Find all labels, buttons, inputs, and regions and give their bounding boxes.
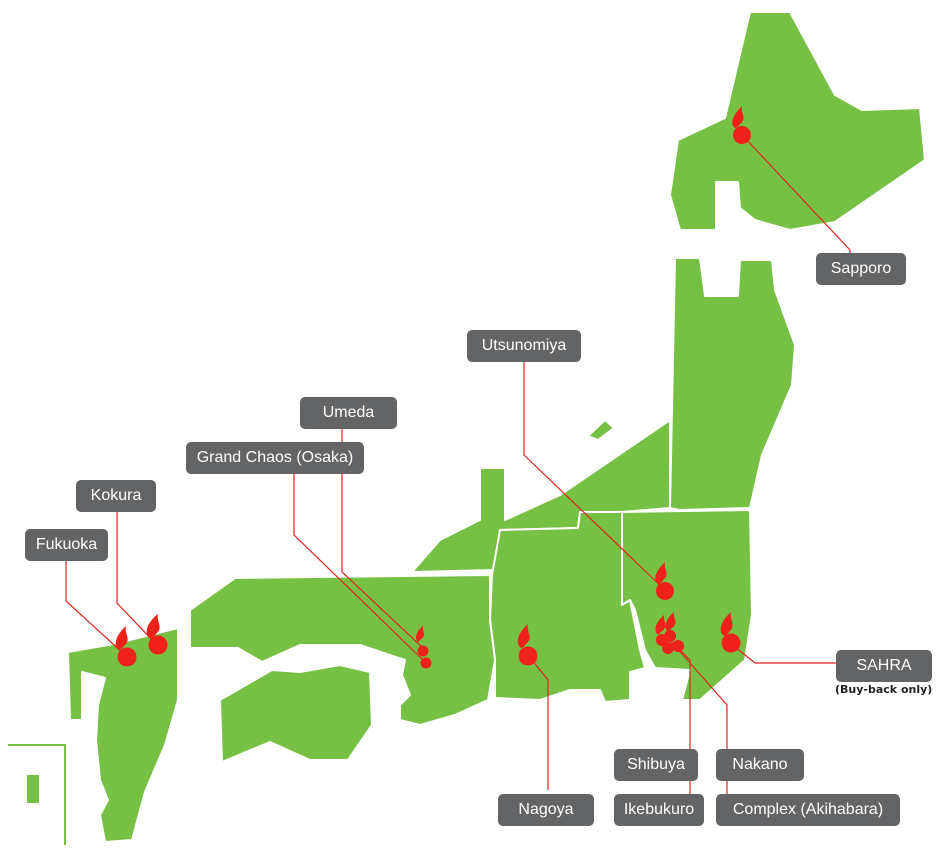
- marker-fukuoka: [115, 626, 137, 667]
- marker-sahra: [720, 612, 741, 653]
- region-kyushu: [67, 627, 179, 843]
- location-dot: [721, 633, 741, 653]
- flame-icon: [146, 614, 160, 638]
- flame-icon: [517, 624, 530, 648]
- label-nagoya: Nagoya: [498, 794, 594, 826]
- flame-icon: [655, 562, 667, 584]
- flame-icon: [720, 612, 733, 636]
- region-chubu: [489, 511, 646, 703]
- label-ikebukuro: Ikebukuro: [614, 794, 704, 826]
- location-dot: [117, 647, 137, 667]
- flame-icon: [732, 106, 744, 128]
- label-utsunomiya: Utsunomiya: [467, 330, 581, 362]
- label-complex: Complex (Akihabara): [716, 794, 900, 826]
- leader-line-utsunomiya: [523, 362, 666, 591]
- label-fukuoka: Fukuoka: [25, 529, 108, 561]
- label-sapporo: Sapporo: [816, 253, 906, 285]
- location-dot: [518, 646, 538, 666]
- leader-line-kokura: [116, 512, 156, 644]
- osaka-bay-inlet: [378, 656, 392, 668]
- label-grand-chaos: Grand Chaos (Osaka): [186, 442, 364, 474]
- location-dot: [420, 657, 432, 669]
- leader-line-nagoya: [527, 654, 549, 790]
- okinawa-inset-frame: [8, 744, 66, 845]
- leader-line-fukuoka: [65, 560, 126, 656]
- leader-line-umeda: [341, 426, 424, 649]
- location-dot: [662, 642, 674, 654]
- region-hokkaido: [669, 11, 926, 231]
- label-nakano: Nakano: [716, 749, 804, 781]
- marker-sapporo: [732, 106, 751, 144]
- flame-icon: [115, 626, 128, 650]
- location-dot: [733, 126, 751, 144]
- label-shibuya: Shibuya: [614, 749, 698, 781]
- flame-icon: [655, 615, 666, 635]
- location-dot: [148, 635, 168, 655]
- leader-lines: [65, 134, 851, 795]
- marker-kokura: [146, 614, 168, 655]
- label-sahra: SAHRA: [836, 650, 932, 682]
- label-umeda: Umeda: [300, 397, 397, 429]
- location-dot: [656, 582, 674, 600]
- location-dot: [672, 640, 684, 652]
- label-sahra-note: (Buy-back only): [835, 683, 933, 696]
- region-sado-island: [587, 419, 615, 441]
- marker-utsunomiya: [655, 562, 674, 600]
- region-shikoku: [219, 664, 373, 763]
- region-tohoku: [669, 257, 796, 511]
- leader-line-grand-chaos: [293, 474, 424, 661]
- region-kinki-chugoku: [189, 574, 496, 726]
- marker-tokyo-cluster: [655, 612, 684, 654]
- store-markers: [115, 106, 751, 669]
- region-okinawa: [25, 773, 41, 805]
- region-kanto: [621, 509, 753, 701]
- leader-line-sahra: [729, 642, 840, 664]
- flame-icon: [665, 612, 676, 632]
- flame-icon: [415, 626, 425, 642]
- label-kokura: Kokura: [76, 480, 156, 512]
- location-dot: [417, 645, 429, 657]
- marker-osaka: [415, 626, 432, 669]
- location-dot: [664, 630, 676, 642]
- marker-nagoya: [517, 624, 538, 666]
